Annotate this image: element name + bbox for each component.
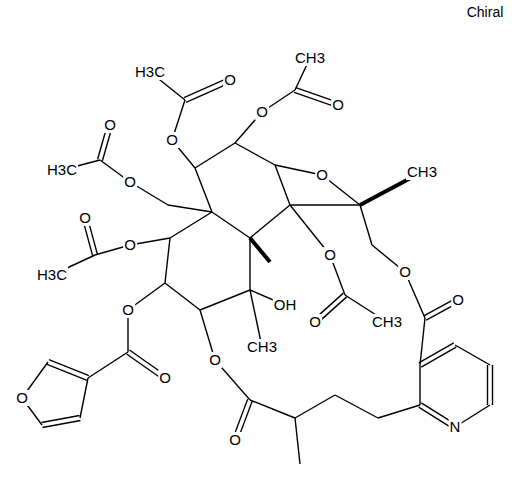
bond [250, 205, 290, 238]
bond [195, 168, 212, 212]
bond [88, 352, 128, 378]
atom-label: O [223, 72, 237, 88]
bond [168, 205, 212, 212]
atom-label: O [228, 432, 242, 448]
bond [250, 400, 295, 418]
atom-label: H3C [134, 64, 166, 80]
bond [335, 395, 378, 418]
bond [165, 238, 170, 283]
bond [249, 238, 250, 290]
atom-label: O [398, 264, 412, 280]
atom-label: O [78, 210, 92, 226]
bond [421, 347, 456, 367]
bond [419, 365, 420, 405]
bond [275, 165, 290, 205]
bond [378, 405, 420, 418]
atom-label: CH3 [294, 50, 326, 66]
bond [492, 365, 493, 405]
atom-label: OH [273, 297, 298, 313]
stereo-note: Chiral [466, 4, 505, 20]
bond [290, 204, 360, 205]
bond [80, 378, 88, 418]
atom-label: N [449, 419, 462, 435]
atom-label: O [451, 292, 465, 308]
atom-label: O [308, 314, 322, 330]
bond [295, 418, 300, 464]
atom-label: O [323, 247, 337, 263]
bond [42, 420, 80, 427]
bond [420, 318, 425, 365]
atom-label: O [121, 302, 135, 318]
atom-label: O [315, 167, 329, 183]
atom-label: O [165, 132, 179, 148]
atom-label: O [123, 237, 137, 253]
atom-label: O [255, 104, 269, 120]
bond [360, 205, 372, 245]
bond [170, 212, 212, 238]
atom-label: O [103, 117, 117, 133]
bond [212, 212, 250, 238]
atom-label: CH3 [246, 339, 278, 355]
atom-label: H3C [46, 162, 78, 178]
atom-label: H3C [36, 267, 68, 283]
bond [165, 283, 200, 310]
atom-label: O [158, 370, 172, 386]
bond [195, 143, 235, 168]
bond [250, 238, 270, 262]
bond [49, 360, 89, 376]
atom-label: CH3 [371, 314, 403, 330]
bond [295, 395, 335, 418]
bond-lines [22, 58, 493, 464]
atom-label: O [15, 390, 29, 406]
bond [235, 143, 275, 165]
atom-label: O [123, 174, 137, 190]
bond [200, 290, 250, 310]
atom-label: CH3 [406, 164, 438, 180]
bond [487, 365, 488, 405]
atom-label: O [208, 352, 222, 368]
bond [455, 345, 490, 365]
atom-label: O [331, 97, 345, 113]
bond [419, 343, 454, 363]
